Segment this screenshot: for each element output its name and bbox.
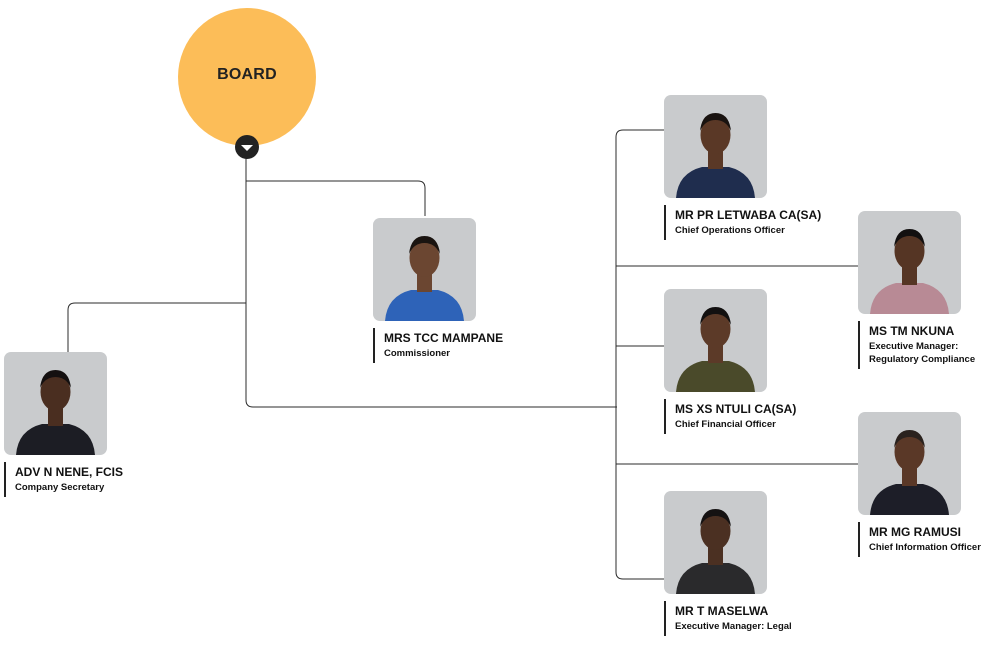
person-caption: MS XS NTULI CA(SA) Chief Financial Offic… <box>664 399 796 434</box>
person-caption: ADV N NENE, FCIS Company Secretary <box>4 462 123 497</box>
person-card-commissioner[interactable]: MRS TCC MAMPANE Commissioner <box>373 218 503 363</box>
board-node: BOARD <box>178 8 316 146</box>
person-role: Executive Manager: Legal <box>675 621 792 632</box>
person-name: MS XS NTULI CA(SA) <box>675 402 797 416</box>
person-role: Chief Operations Officer <box>675 225 785 236</box>
person-role: Commissioner <box>384 348 450 359</box>
person-name: MR MG RAMUSI <box>869 525 961 539</box>
portrait-silhouette <box>676 113 755 198</box>
person-name: MS TM NKUNA <box>869 324 955 338</box>
person-name: MR PR LETWABA CA(SA) <box>675 208 822 222</box>
person-role: Chief Information Officer <box>869 542 981 553</box>
person-name: MRS TCC MAMPANE <box>384 331 504 345</box>
portrait-silhouette <box>385 236 464 321</box>
expand-toggle-button[interactable] <box>235 135 259 159</box>
board-label: BOARD <box>217 66 277 83</box>
person-card-regulatory-compliance[interactable]: MS TM NKUNA Executive Manager: Regulator… <box>858 211 975 369</box>
person-caption: MRS TCC MAMPANE Commissioner <box>373 328 503 363</box>
person-caption: MR T MASELWA Executive Manager: Legal <box>664 601 792 636</box>
avatar <box>664 491 767 594</box>
person-name: ADV N NENE, FCIS <box>15 465 124 479</box>
avatar <box>4 352 107 455</box>
person-card-company-secretary[interactable]: ADV N NENE, FCIS Company Secretary <box>4 352 123 497</box>
person-name: MR T MASELWA <box>675 604 769 618</box>
person-caption: MS TM NKUNA Executive Manager: Regulator… <box>858 321 975 369</box>
avatar <box>664 289 767 392</box>
avatar <box>858 211 961 314</box>
portrait-silhouette <box>870 229 949 314</box>
person-caption: MR MG RAMUSI Chief Information Officer <box>858 522 981 557</box>
person-role-line2: Regulatory Compliance <box>869 354 976 365</box>
person-role: Company Secretary <box>15 482 105 493</box>
portrait-silhouette <box>676 509 755 594</box>
portrait-silhouette <box>676 307 755 392</box>
avatar <box>373 218 476 321</box>
chevron-down-icon <box>241 145 253 151</box>
person-card-legal[interactable]: MR T MASELWA Executive Manager: Legal <box>664 491 792 636</box>
portrait-silhouette <box>16 370 95 455</box>
avatar <box>664 95 767 198</box>
person-role: Executive Manager: <box>869 341 959 352</box>
avatar <box>858 412 961 515</box>
person-card-coo[interactable]: MR PR LETWABA CA(SA) Chief Operations Of… <box>664 95 821 240</box>
person-role: Chief Financial Officer <box>675 419 776 430</box>
person-card-cfo[interactable]: MS XS NTULI CA(SA) Chief Financial Offic… <box>664 289 796 434</box>
person-caption: MR PR LETWABA CA(SA) Chief Operations Of… <box>664 205 821 240</box>
person-card-cio[interactable]: MR MG RAMUSI Chief Information Officer <box>858 412 981 557</box>
portrait-silhouette <box>870 430 949 515</box>
